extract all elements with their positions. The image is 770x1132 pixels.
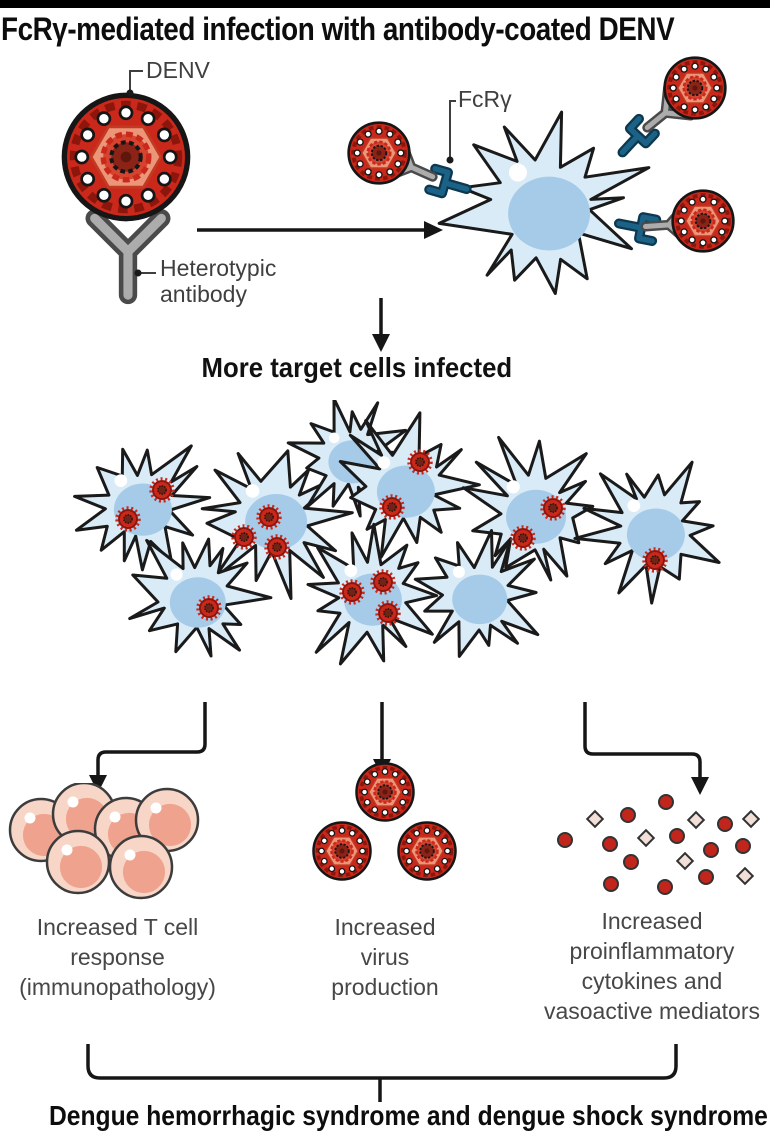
bracket-shape [86, 1044, 678, 1080]
page-title: FcRγ-mediated infection with antibody-co… [1, 11, 675, 47]
cytokine-dot-icon [603, 876, 619, 892]
cell-highlight [627, 499, 641, 513]
cytokine-outcome-caption: Increased proinflammatory cytokines and … [543, 908, 761, 1024]
mediator-diamond-icon [636, 828, 656, 848]
heterotypic-antibody-icon [95, 218, 162, 295]
fcr-leader-dot [446, 156, 454, 164]
cytokine-dot-icon [657, 879, 673, 895]
denv-label: DENV [146, 57, 210, 83]
cell-nucleus [508, 176, 591, 251]
denv-virus-icon [670, 188, 736, 254]
cell-nucleus [626, 508, 685, 561]
final-outcome-text: Dengue hemorrhagic syndrome and dengue s… [49, 1100, 768, 1131]
cell-highlight [245, 484, 260, 498]
virus-particles-icon [311, 762, 458, 882]
cytokine-dot-icon [717, 816, 733, 832]
denv-virus-icon [311, 820, 373, 882]
main-arrowhead [424, 221, 443, 239]
more-cells-heading: More target cells infected [201, 352, 513, 383]
top-scene-illustration [0, 55, 736, 352]
cell-highlight [377, 456, 391, 470]
left-branch-arrowhead [89, 775, 107, 793]
mediator-diamond-icon [735, 866, 755, 886]
cytokine-dot-icon [703, 842, 719, 858]
cytokine-dot-icon [620, 807, 636, 823]
t-cell-highlight [109, 811, 121, 823]
cytokines-mediators-icon [557, 794, 761, 895]
denv-leader-dot [126, 89, 134, 97]
mediator-diamond-icon [741, 809, 761, 829]
fcr-leader-line [449, 100, 456, 160]
mediator-diamond-icon [675, 851, 695, 871]
t-cell-inner [148, 803, 192, 847]
t-cell-highlight [61, 844, 73, 856]
mediator-diamond-icon [686, 810, 706, 830]
cytokine-dot-icon [623, 854, 639, 870]
t-cell-highlight [124, 849, 136, 861]
fcr-gamma-label: FcRγ [458, 86, 512, 112]
cytokine-dot-icon [658, 794, 674, 810]
t-cell-highlight [24, 812, 36, 824]
t-cell-inner [122, 850, 166, 894]
mediator-diamond-icon [585, 809, 605, 829]
cell-highlight [114, 474, 128, 488]
cell-nucleus [169, 577, 226, 628]
denv-virus-large-icon [64, 95, 187, 218]
left-branch-arrow [96, 702, 207, 777]
t-cell-highlight [150, 802, 162, 814]
t-cell-highlight [67, 796, 79, 808]
cell-highlight [452, 565, 465, 578]
cytokine-dot-icon [602, 836, 618, 852]
heterotypic-antibody-label: Heterotypic antibody [160, 255, 277, 307]
top-scene-group [64, 55, 736, 295]
denv-virus-icon [354, 762, 416, 823]
cell-highlight [170, 568, 183, 581]
right-branch-arrowhead [691, 777, 709, 795]
denv-virus-icon [396, 820, 458, 882]
antibody-leader-dot [134, 269, 142, 277]
cell-highlight [344, 564, 358, 578]
cell-highlight [506, 480, 520, 494]
summary-bracket [86, 1044, 678, 1102]
denv-virus-icon [346, 120, 412, 186]
cell-nucleus [452, 574, 508, 625]
cell-highlight [508, 163, 527, 182]
denv-leader-line [129, 70, 143, 93]
denv-virus-icon [662, 55, 728, 121]
top-black-bar [0, 0, 770, 8]
t-cell-inner [59, 845, 103, 889]
tcell-outcome-caption: Increased T cell response (immunopatholo… [19, 914, 216, 1000]
cytokine-dot-icon [669, 828, 685, 844]
cytokine-dot-icon [698, 869, 714, 885]
t-cell-cluster-icon [8, 783, 200, 900]
cytokine-dot-icon [735, 838, 751, 854]
virus-outcome-caption: Increased virus production [331, 914, 439, 1000]
cytokine-dot-icon [557, 832, 573, 848]
down-arrowhead [372, 334, 390, 352]
cell-highlight [328, 432, 340, 444]
infected-cells-cluster [73, 400, 721, 666]
right-branch-arrow [583, 702, 702, 779]
